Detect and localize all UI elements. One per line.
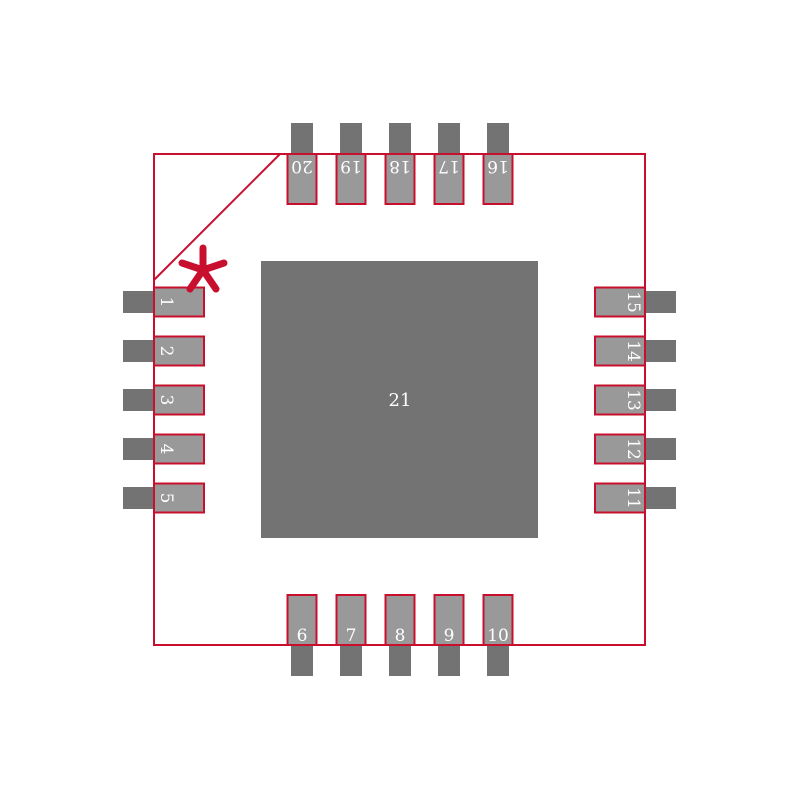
pad-label: 10: [487, 626, 509, 646]
pad-20: 20: [286, 153, 318, 205]
pad-11: 11: [594, 482, 646, 514]
pad-15-outline: [594, 286, 646, 318]
pad-5-copper: [123, 487, 154, 509]
pad-label: 13: [623, 389, 643, 411]
center-thermal-pad: [261, 261, 538, 538]
pad-7-copper: [340, 645, 362, 676]
pad-label: 5: [156, 493, 176, 504]
pad-10-copper: [487, 645, 509, 676]
pad-2-outline: [153, 335, 205, 367]
pad-label: 2: [156, 346, 176, 357]
pad-17-outline: [433, 153, 465, 205]
pad-label: 1: [156, 297, 176, 308]
pad-4-copper: [123, 438, 154, 460]
pad-2: 2: [153, 335, 205, 367]
pad-label: 17: [438, 156, 460, 176]
pad-20-copper: [291, 123, 313, 154]
pad-6: 6: [286, 594, 318, 646]
pad-label: 8: [395, 626, 406, 646]
center-pad-label: 21: [389, 390, 412, 411]
package-outline: [153, 153, 646, 646]
pad-10: 10: [482, 594, 514, 646]
pad-11-copper: [645, 487, 676, 509]
pad-7-outline: [335, 594, 367, 646]
pad-label: 4: [156, 444, 176, 455]
pad-16-outline: [482, 153, 514, 205]
pad-17-copper: [438, 123, 460, 154]
pad-2-copper: [123, 340, 154, 362]
pad-12-copper: [645, 438, 676, 460]
pad-18-copper: [389, 123, 411, 154]
pad-11-outline: [594, 482, 646, 514]
pad-8-outline: [384, 594, 416, 646]
pad-label: 9: [444, 626, 455, 646]
pad-1: 1: [153, 286, 205, 318]
pad-19-copper: [340, 123, 362, 154]
pad-label: 20: [291, 156, 313, 176]
pad-label: 14: [623, 340, 643, 362]
pad-13-outline: [594, 384, 646, 416]
pad-14: 14: [594, 335, 646, 367]
pad-13: 13: [594, 384, 646, 416]
pad-label: 18: [389, 156, 411, 176]
pad-label: 15: [623, 291, 643, 313]
pad-7: 7: [335, 594, 367, 646]
pad-5: 5: [153, 482, 205, 514]
pad-label: 16: [487, 156, 509, 176]
pin1-chamfer-line: [153, 153, 281, 281]
pad-1-copper: [123, 291, 154, 313]
pad-1-outline: [153, 286, 205, 318]
pad-17: 17: [433, 153, 465, 205]
pad-8: 8: [384, 594, 416, 646]
pad-9-copper: [438, 645, 460, 676]
pad-14-outline: [594, 335, 646, 367]
pad-12-outline: [594, 433, 646, 465]
pad-13-copper: [645, 389, 676, 411]
pad-19: 19: [335, 153, 367, 205]
pad-16-copper: [487, 123, 509, 154]
pad-3-copper: [123, 389, 154, 411]
pad-9: 9: [433, 594, 465, 646]
pad-label: 11: [623, 487, 643, 509]
pad-15-copper: [645, 291, 676, 313]
pad-10-outline: [482, 594, 514, 646]
pad-19-outline: [335, 153, 367, 205]
pad-20-outline: [286, 153, 318, 205]
pad-label: 7: [346, 626, 357, 646]
pad-label: 12: [623, 438, 643, 460]
pad-label: 6: [297, 626, 308, 646]
pad-4: 4: [153, 433, 205, 465]
pad-6-copper: [291, 645, 313, 676]
pad-16: 16: [482, 153, 514, 205]
pin1-marker-icon: [178, 244, 228, 293]
pad-3: 3: [153, 384, 205, 416]
pad-4-outline: [153, 433, 205, 465]
pad-12: 12: [594, 433, 646, 465]
pad-8-copper: [389, 645, 411, 676]
pad-18: 18: [384, 153, 416, 205]
pad-18-outline: [384, 153, 416, 205]
pad-5-outline: [153, 482, 205, 514]
pad-9-outline: [433, 594, 465, 646]
pad-label: 19: [340, 156, 362, 176]
pad-label: 3: [156, 395, 176, 406]
pad-15: 15: [594, 286, 646, 318]
pad-14-copper: [645, 340, 676, 362]
